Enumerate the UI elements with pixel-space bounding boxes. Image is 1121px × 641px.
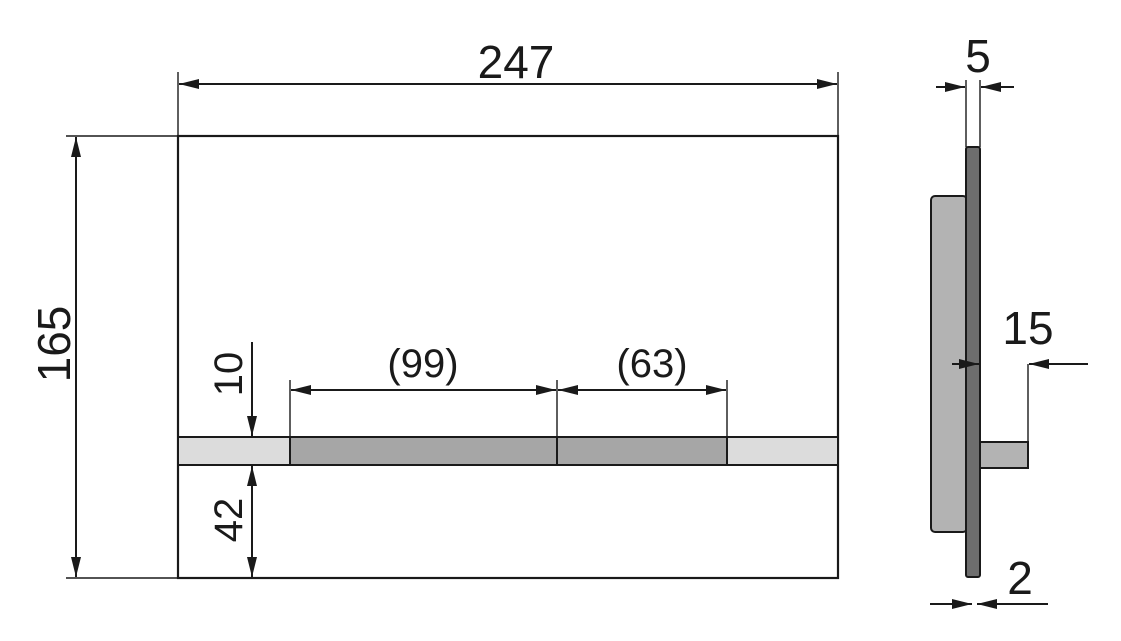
button-right-label: (63) [616,342,687,386]
side-view: 5 15 2 [930,30,1088,609]
depth-label: 15 [1002,302,1053,354]
thickness-label: 5 [965,30,991,82]
front-view: 247 165 10 42 (99) (63) [28,36,840,580]
height-label: 165 [28,306,80,383]
front-panel [176,134,840,580]
frame-label: 2 [1007,552,1033,604]
flush-button-large[interactable] [289,436,558,466]
bottom-height-label: 42 [207,498,251,543]
width-label: 247 [478,36,555,88]
cover-plate [965,146,981,578]
push-rod [979,441,1029,469]
button-left-label: (99) [387,342,458,386]
flush-button-small[interactable] [556,436,728,466]
strip-offset-label: 10 [207,352,251,397]
